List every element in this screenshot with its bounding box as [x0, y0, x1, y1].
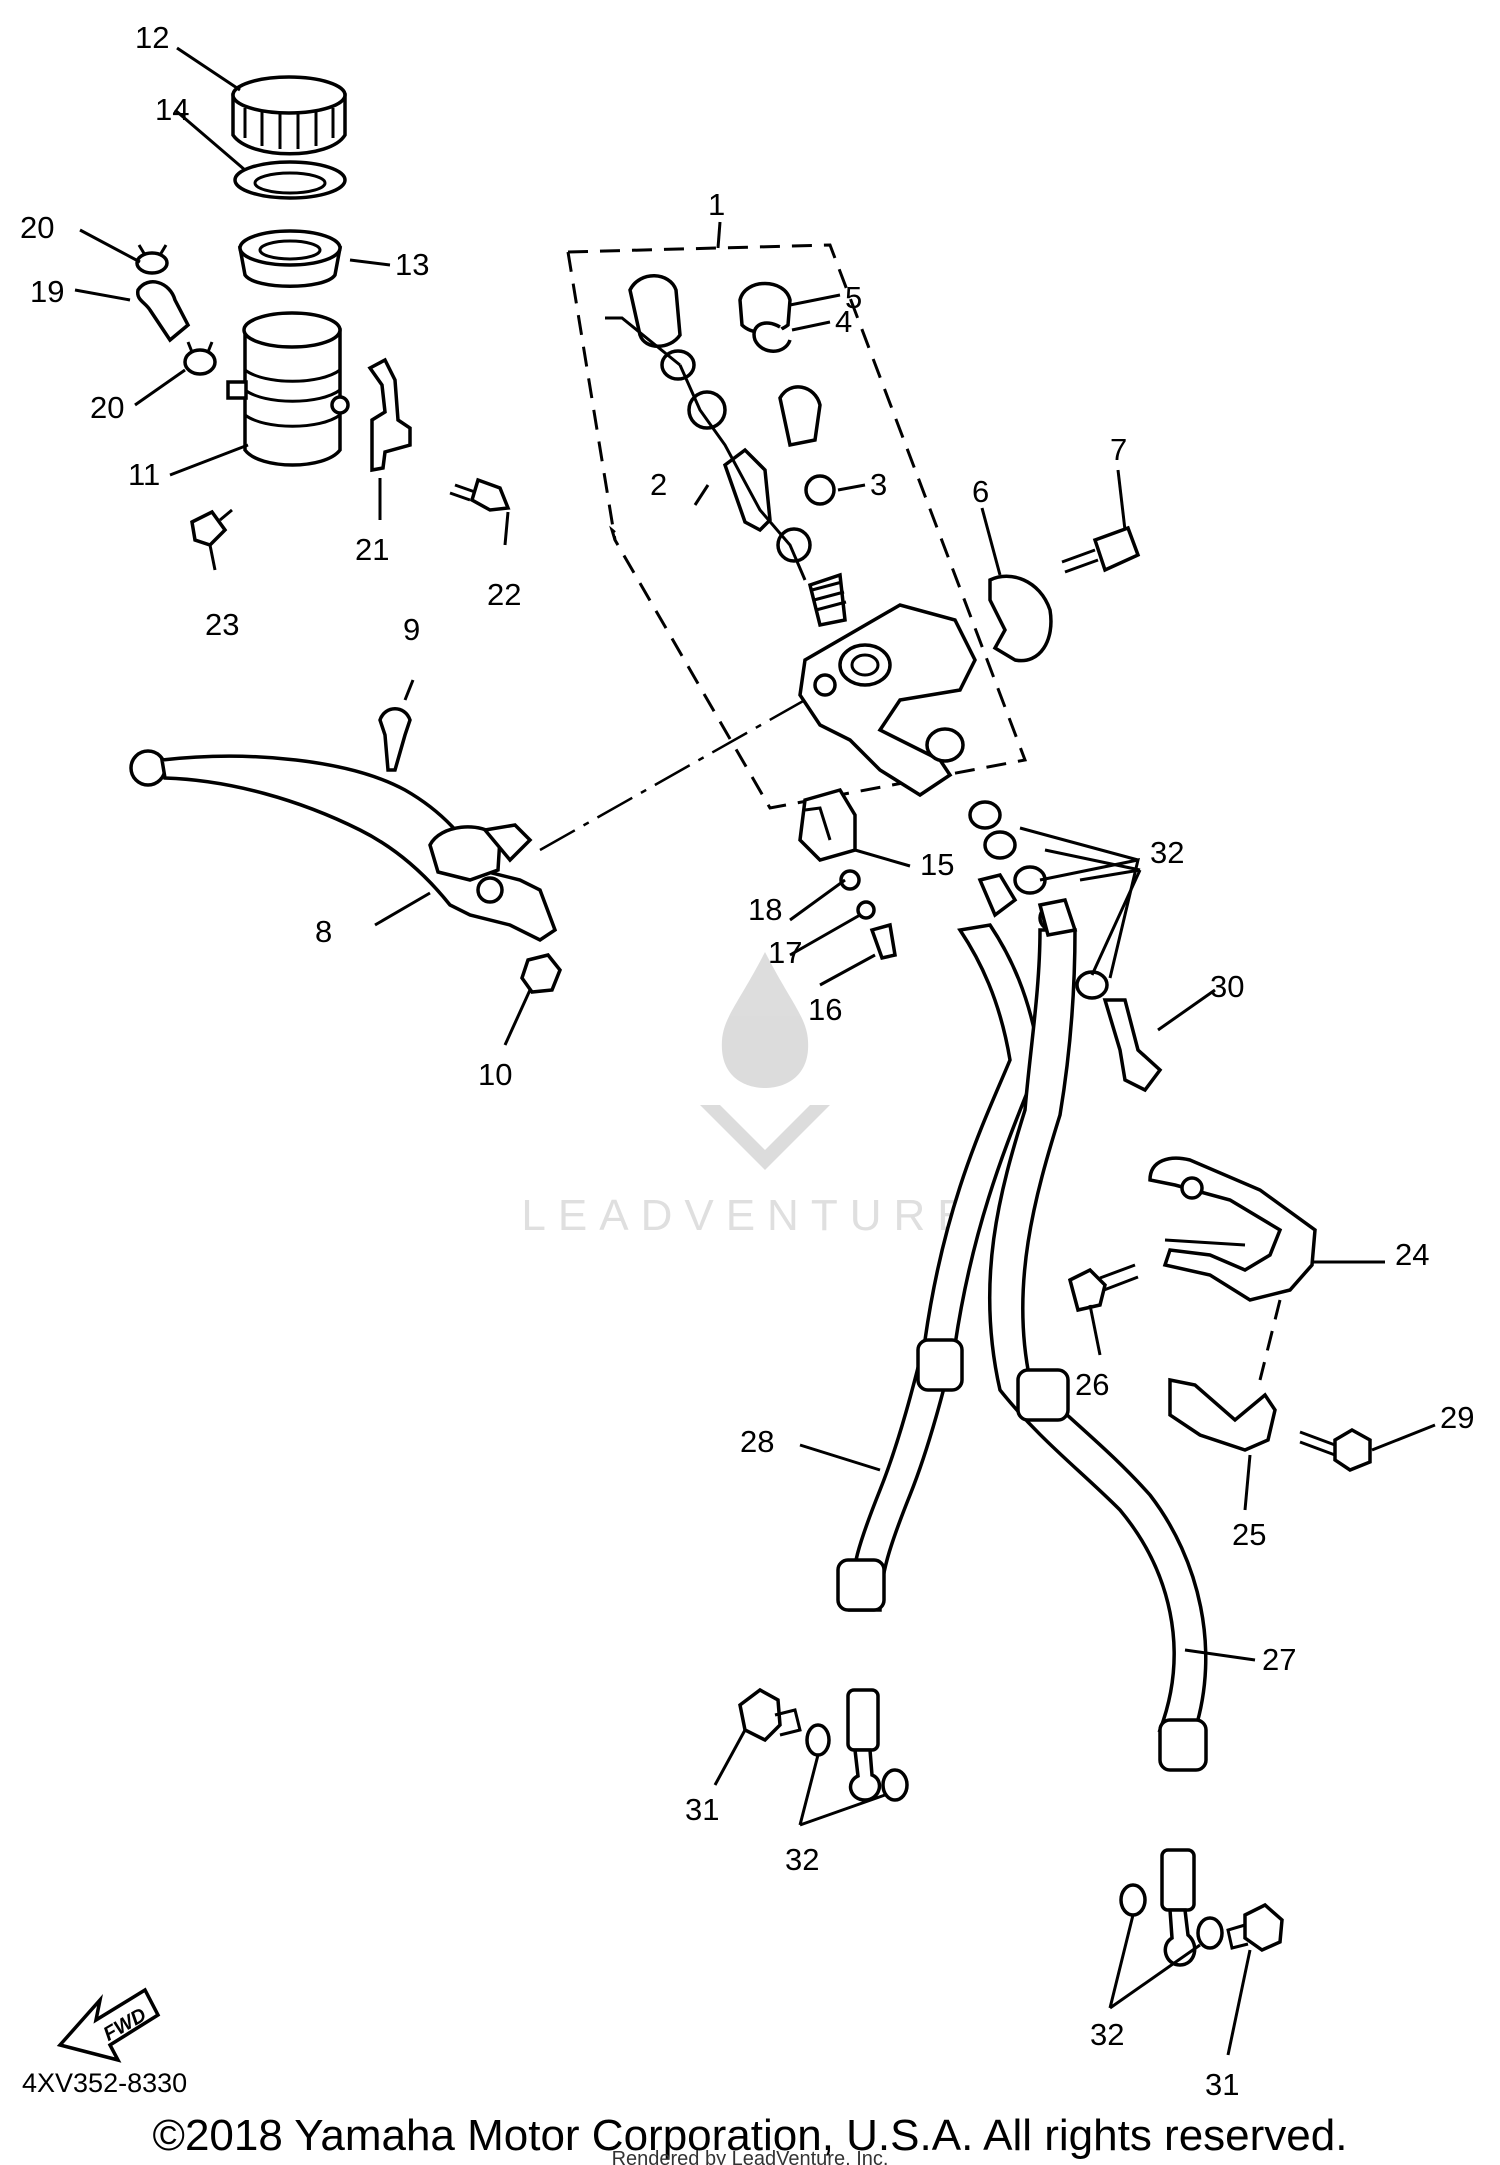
piston-seal — [687, 390, 727, 430]
reservoir-cap — [231, 75, 347, 156]
v-logo-mark — [700, 1105, 830, 1170]
master-cylinder-body — [798, 603, 977, 798]
cylinder-cup — [628, 274, 682, 348]
callout-31-right: 31 — [1205, 2067, 1239, 2102]
callout-20-upper: 20 — [20, 210, 54, 245]
boot-cap — [738, 281, 792, 335]
callout-18: 18 — [748, 892, 782, 927]
washer-right-2 — [1196, 1916, 1224, 1950]
guide-bolt-26 — [1067, 1267, 1107, 1313]
leader-lines — [74, 46, 1436, 2056]
callout-29: 29 — [1440, 1400, 1474, 1435]
callout-30: 30 — [1210, 969, 1244, 1004]
callout-14: 14 — [155, 92, 189, 127]
washer-left-2 — [881, 1768, 909, 1802]
reservoir-screw — [190, 509, 228, 548]
piston — [722, 447, 772, 533]
washer-left-1 — [805, 1723, 831, 1757]
callout-25: 25 — [1232, 1517, 1266, 1552]
callout-17: 17 — [768, 935, 802, 970]
callout-7: 7 — [1110, 432, 1127, 467]
callout-31-left: 31 — [685, 1792, 719, 1827]
bracket-screw — [469, 477, 511, 512]
callout-11: 11 — [128, 457, 160, 492]
callout-28: 28 — [740, 1424, 774, 1459]
master-cylinder-kit — [566, 243, 1141, 810]
brake-lever — [129, 749, 558, 943]
callout-21: 21 — [355, 532, 389, 567]
callout-4: 4 — [835, 304, 852, 339]
leadventure-watermark: LEADVENTURE — [521, 952, 978, 1240]
callout-15: 15 — [920, 847, 954, 882]
hose-clip-upper — [135, 244, 169, 275]
callout-26: 26 — [1075, 1367, 1109, 1402]
copyright-notice: ©2018 Yamaha Motor Corporation, U.S.A. A… — [153, 2111, 1348, 2160]
callout-1: 1 — [708, 187, 725, 222]
callout-32-left: 32 — [785, 1842, 819, 1877]
washer-right-1 — [1119, 1883, 1147, 1917]
pivot-nut — [520, 953, 563, 994]
reservoir-plate — [233, 160, 347, 200]
brake-light-switch — [798, 787, 857, 862]
union-bolt-upper — [1102, 998, 1163, 1093]
callout-32-top: 32 — [1150, 835, 1184, 870]
holder-bolt — [1092, 525, 1141, 573]
fwd-arrow: FWD — [56, 1987, 161, 2063]
callout-9: 9 — [403, 612, 420, 647]
brake-hoses — [836, 800, 1208, 1967]
callout-16: 16 — [808, 992, 842, 1027]
reservoir-assembly — [135, 75, 511, 548]
callout-8: 8 — [315, 914, 332, 949]
callout-23: 23 — [205, 607, 239, 642]
callout-22: 22 — [487, 577, 521, 612]
union-bolt-right — [1243, 1902, 1284, 1953]
callout-20-lower: 20 — [90, 390, 124, 425]
callout-13: 13 — [395, 247, 429, 282]
callout-labels: 12 14 20 13 19 20 11 21 22 23 1 5 4 2 3 … — [20, 20, 1474, 2102]
switch-spring-washer — [856, 900, 876, 920]
reservoir-bracket — [367, 357, 412, 473]
callout-6: 6 — [972, 474, 989, 509]
switch-washer — [839, 869, 861, 891]
guide-bolt-29 — [1333, 1427, 1372, 1472]
circlip — [752, 321, 792, 353]
switch-plunger — [778, 385, 822, 448]
lever-centerline — [539, 698, 806, 852]
flame-logo-mark — [721, 952, 809, 1088]
callout-24: 24 — [1395, 1237, 1429, 1272]
lever-pivot-bolt — [378, 707, 412, 772]
check-ball — [804, 474, 836, 506]
callout-27: 27 — [1262, 1642, 1296, 1677]
diagram-code: 4XV352-8330 — [22, 2068, 187, 2098]
callout-10: 10 — [478, 1057, 512, 1092]
reservoir-hose — [135, 280, 191, 343]
reservoir-tank — [226, 311, 350, 467]
callout-3: 3 — [870, 467, 887, 502]
callout-12: 12 — [135, 20, 169, 55]
diaphragm — [237, 229, 343, 288]
callout-32-right: 32 — [1090, 2017, 1124, 2052]
watermark-text: LEADVENTURE — [521, 1191, 978, 1240]
cup-seal — [776, 527, 812, 563]
rendered-by-notice: Rendered by LeadVenture, Inc. — [612, 2148, 889, 2165]
hose-guide-assembly — [1148, 1156, 1317, 1452]
callout-2: 2 — [650, 467, 667, 502]
callout-19: 19 — [30, 274, 64, 309]
union-bolt-left — [738, 1687, 782, 1743]
callout-5: 5 — [845, 280, 862, 315]
switch-screw — [869, 922, 897, 961]
master-cylinder-holder — [988, 574, 1053, 663]
hose-clip-lower — [183, 341, 217, 376]
